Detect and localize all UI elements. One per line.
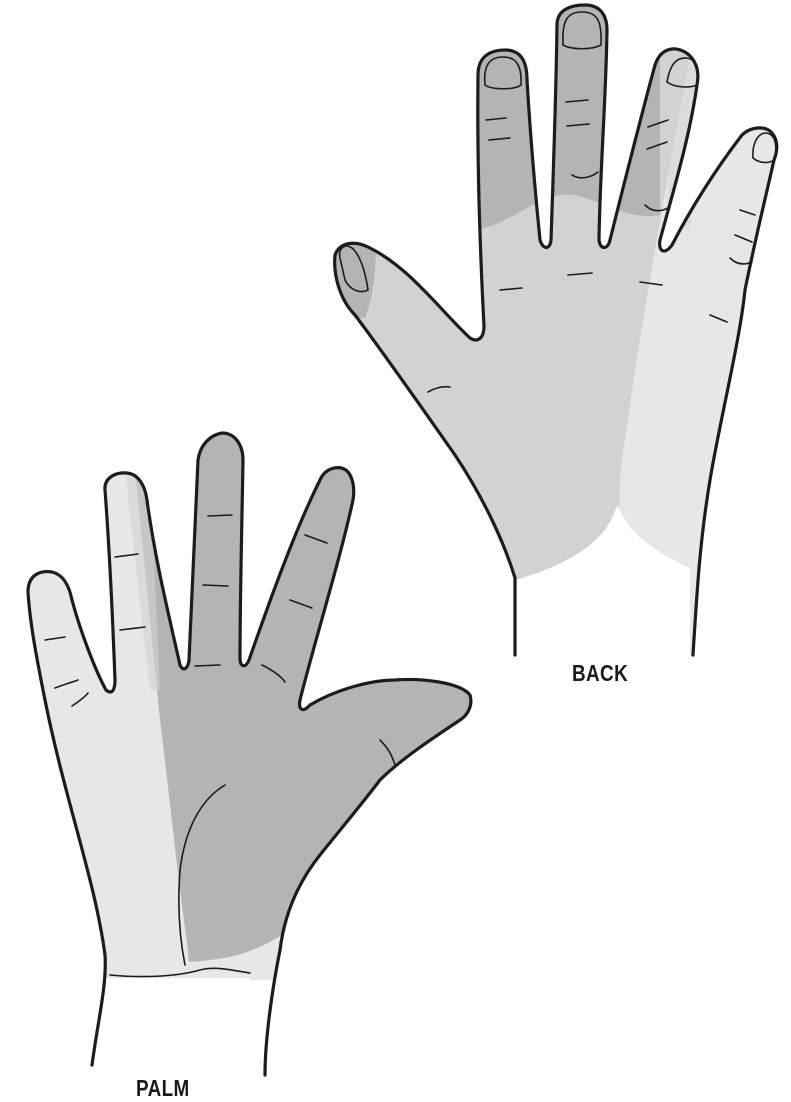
back-label: BACK — [572, 660, 628, 687]
palm-crease — [208, 515, 232, 516]
palm-hand — [0, 420, 500, 1100]
back-hand — [300, 0, 790, 700]
palm-label: PALM — [136, 1075, 190, 1102]
palm-crease — [203, 585, 228, 586]
palm-crease — [195, 665, 220, 666]
